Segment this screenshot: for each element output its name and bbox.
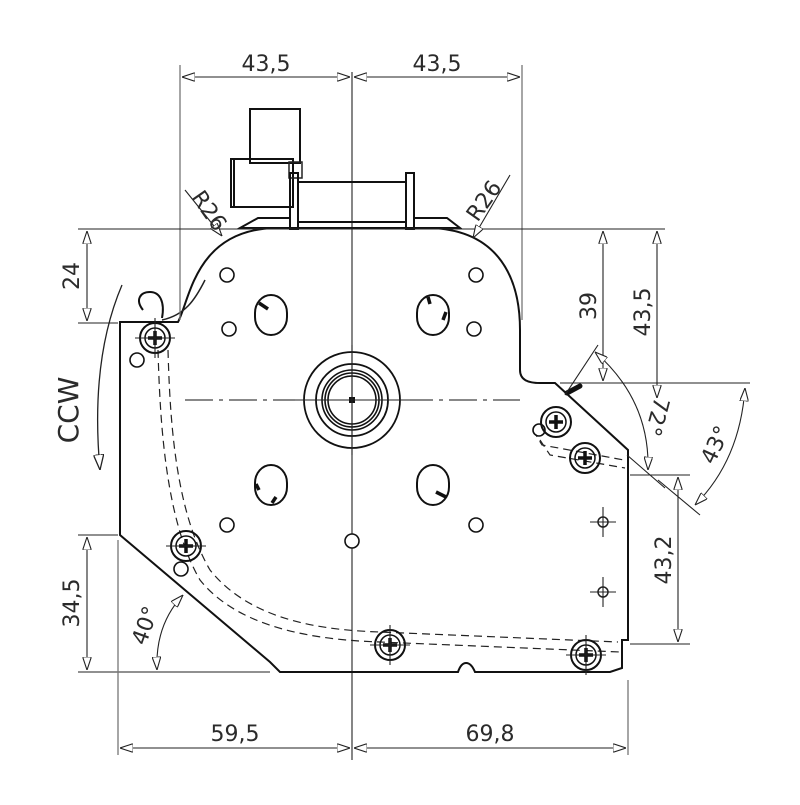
- dim-right-39: 39: [577, 292, 602, 320]
- round-holes: [129, 267, 546, 577]
- dim-left-34-5: 34,5: [60, 579, 85, 628]
- dim-right-43-2: 43,2: [652, 536, 677, 585]
- dim-radius-right: R26: [462, 176, 507, 226]
- housing-outline: [119, 227, 629, 673]
- dim-right-43-5: 43,5: [631, 288, 656, 337]
- central-shaft: [295, 345, 410, 455]
- dim-angle-43: 43°: [697, 422, 736, 468]
- crosshair-holes: [590, 507, 616, 607]
- dim-angle-72: 72°: [639, 395, 673, 439]
- rotation-direction-label: CCW: [52, 377, 85, 444]
- dim-bottom-right: 69,8: [466, 722, 515, 747]
- hidden-lines: [157, 349, 626, 653]
- connector-block: [230, 108, 463, 230]
- screw-bottom-right: [566, 635, 606, 675]
- dim-left-24: 24: [60, 262, 85, 290]
- screw-left-middle: [166, 530, 206, 562]
- slotted-holes: [254, 294, 450, 506]
- dim-bottom-left: 59,5: [211, 722, 260, 747]
- dimension-lines: [87, 77, 745, 748]
- screw-bottom-center: [370, 625, 410, 665]
- hook: [138, 279, 206, 321]
- screw-top-left: [135, 318, 175, 358]
- limit-pin: [564, 383, 583, 396]
- screws: [135, 318, 606, 675]
- screw-right-lower: [569, 442, 601, 474]
- screw-right-upper: [540, 406, 572, 438]
- dim-top-left: 43,5: [242, 52, 291, 77]
- dim-top-right: 43,5: [413, 52, 462, 77]
